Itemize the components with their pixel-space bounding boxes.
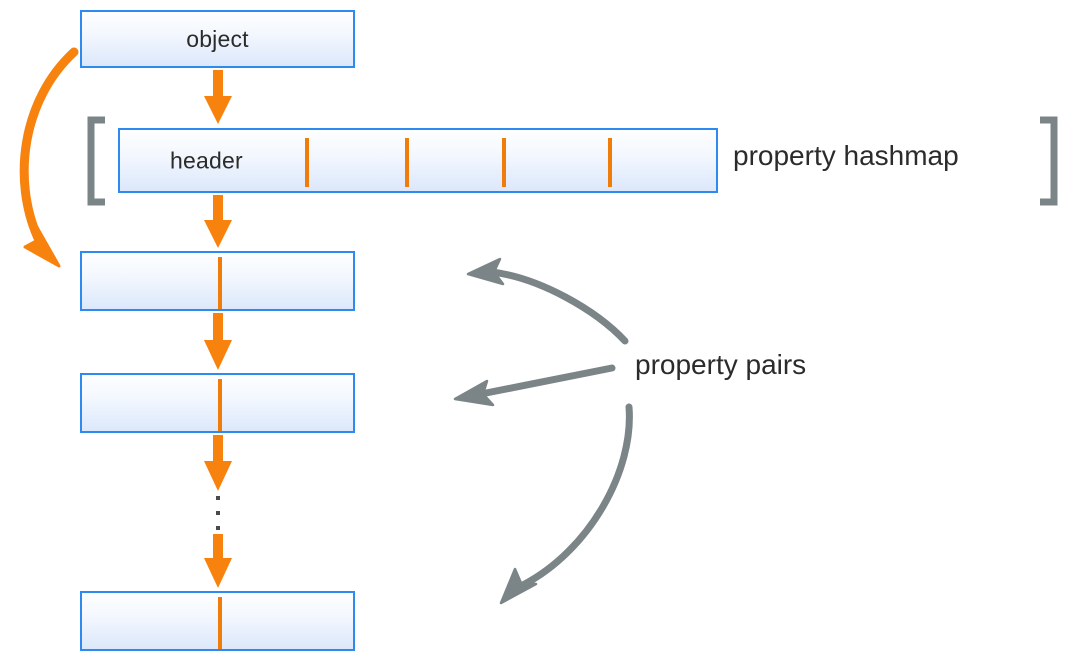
ellipsis-dot-2 <box>216 511 220 515</box>
property-pair-box-n[interactable] <box>80 591 355 651</box>
object-wraparound-arrow-icon <box>19 47 79 268</box>
header-box[interactable]: header <box>118 128 718 193</box>
gray-arrow-to-pair-n <box>499 403 633 605</box>
object-box-label: object <box>186 25 249 52</box>
orange-arrow-pair-1-to-pair-2 <box>204 313 232 370</box>
ellipsis-dot-1 <box>216 496 220 500</box>
orange-arrow-ellipsis-to-pair-n <box>204 534 232 588</box>
ellipsis-dot-3 <box>216 526 220 530</box>
property-pair-divider-1 <box>218 257 222 309</box>
orange-arrow-object-to-header <box>204 70 232 124</box>
property-pair-divider-n <box>218 597 222 649</box>
gray-arrow-to-pair-1 <box>466 257 629 345</box>
property-pair-box-2[interactable] <box>80 373 355 433</box>
property-pair-divider-2 <box>218 379 222 431</box>
hashmap-slot-divider-3 <box>502 138 506 187</box>
right-bracket-icon <box>1040 116 1058 206</box>
gray-arrow-to-pair-2 <box>453 364 616 407</box>
left-bracket-icon <box>87 116 105 206</box>
hashmap-slot-divider-2 <box>405 138 409 187</box>
property-pair-box-1[interactable] <box>80 251 355 311</box>
hashmap-slot-divider-4 <box>608 138 612 187</box>
orange-arrow-pair-2-to-ellipsis <box>204 435 232 491</box>
orange-arrow-header-to-pair-1 <box>204 195 232 248</box>
property-hashmap-label: property hashmap <box>733 140 959 171</box>
hashmap-slot-divider-1 <box>305 138 309 187</box>
header-box-label: header <box>170 147 243 173</box>
object-box[interactable]: object <box>80 10 355 68</box>
property-pairs-label: property pairs <box>635 349 807 380</box>
